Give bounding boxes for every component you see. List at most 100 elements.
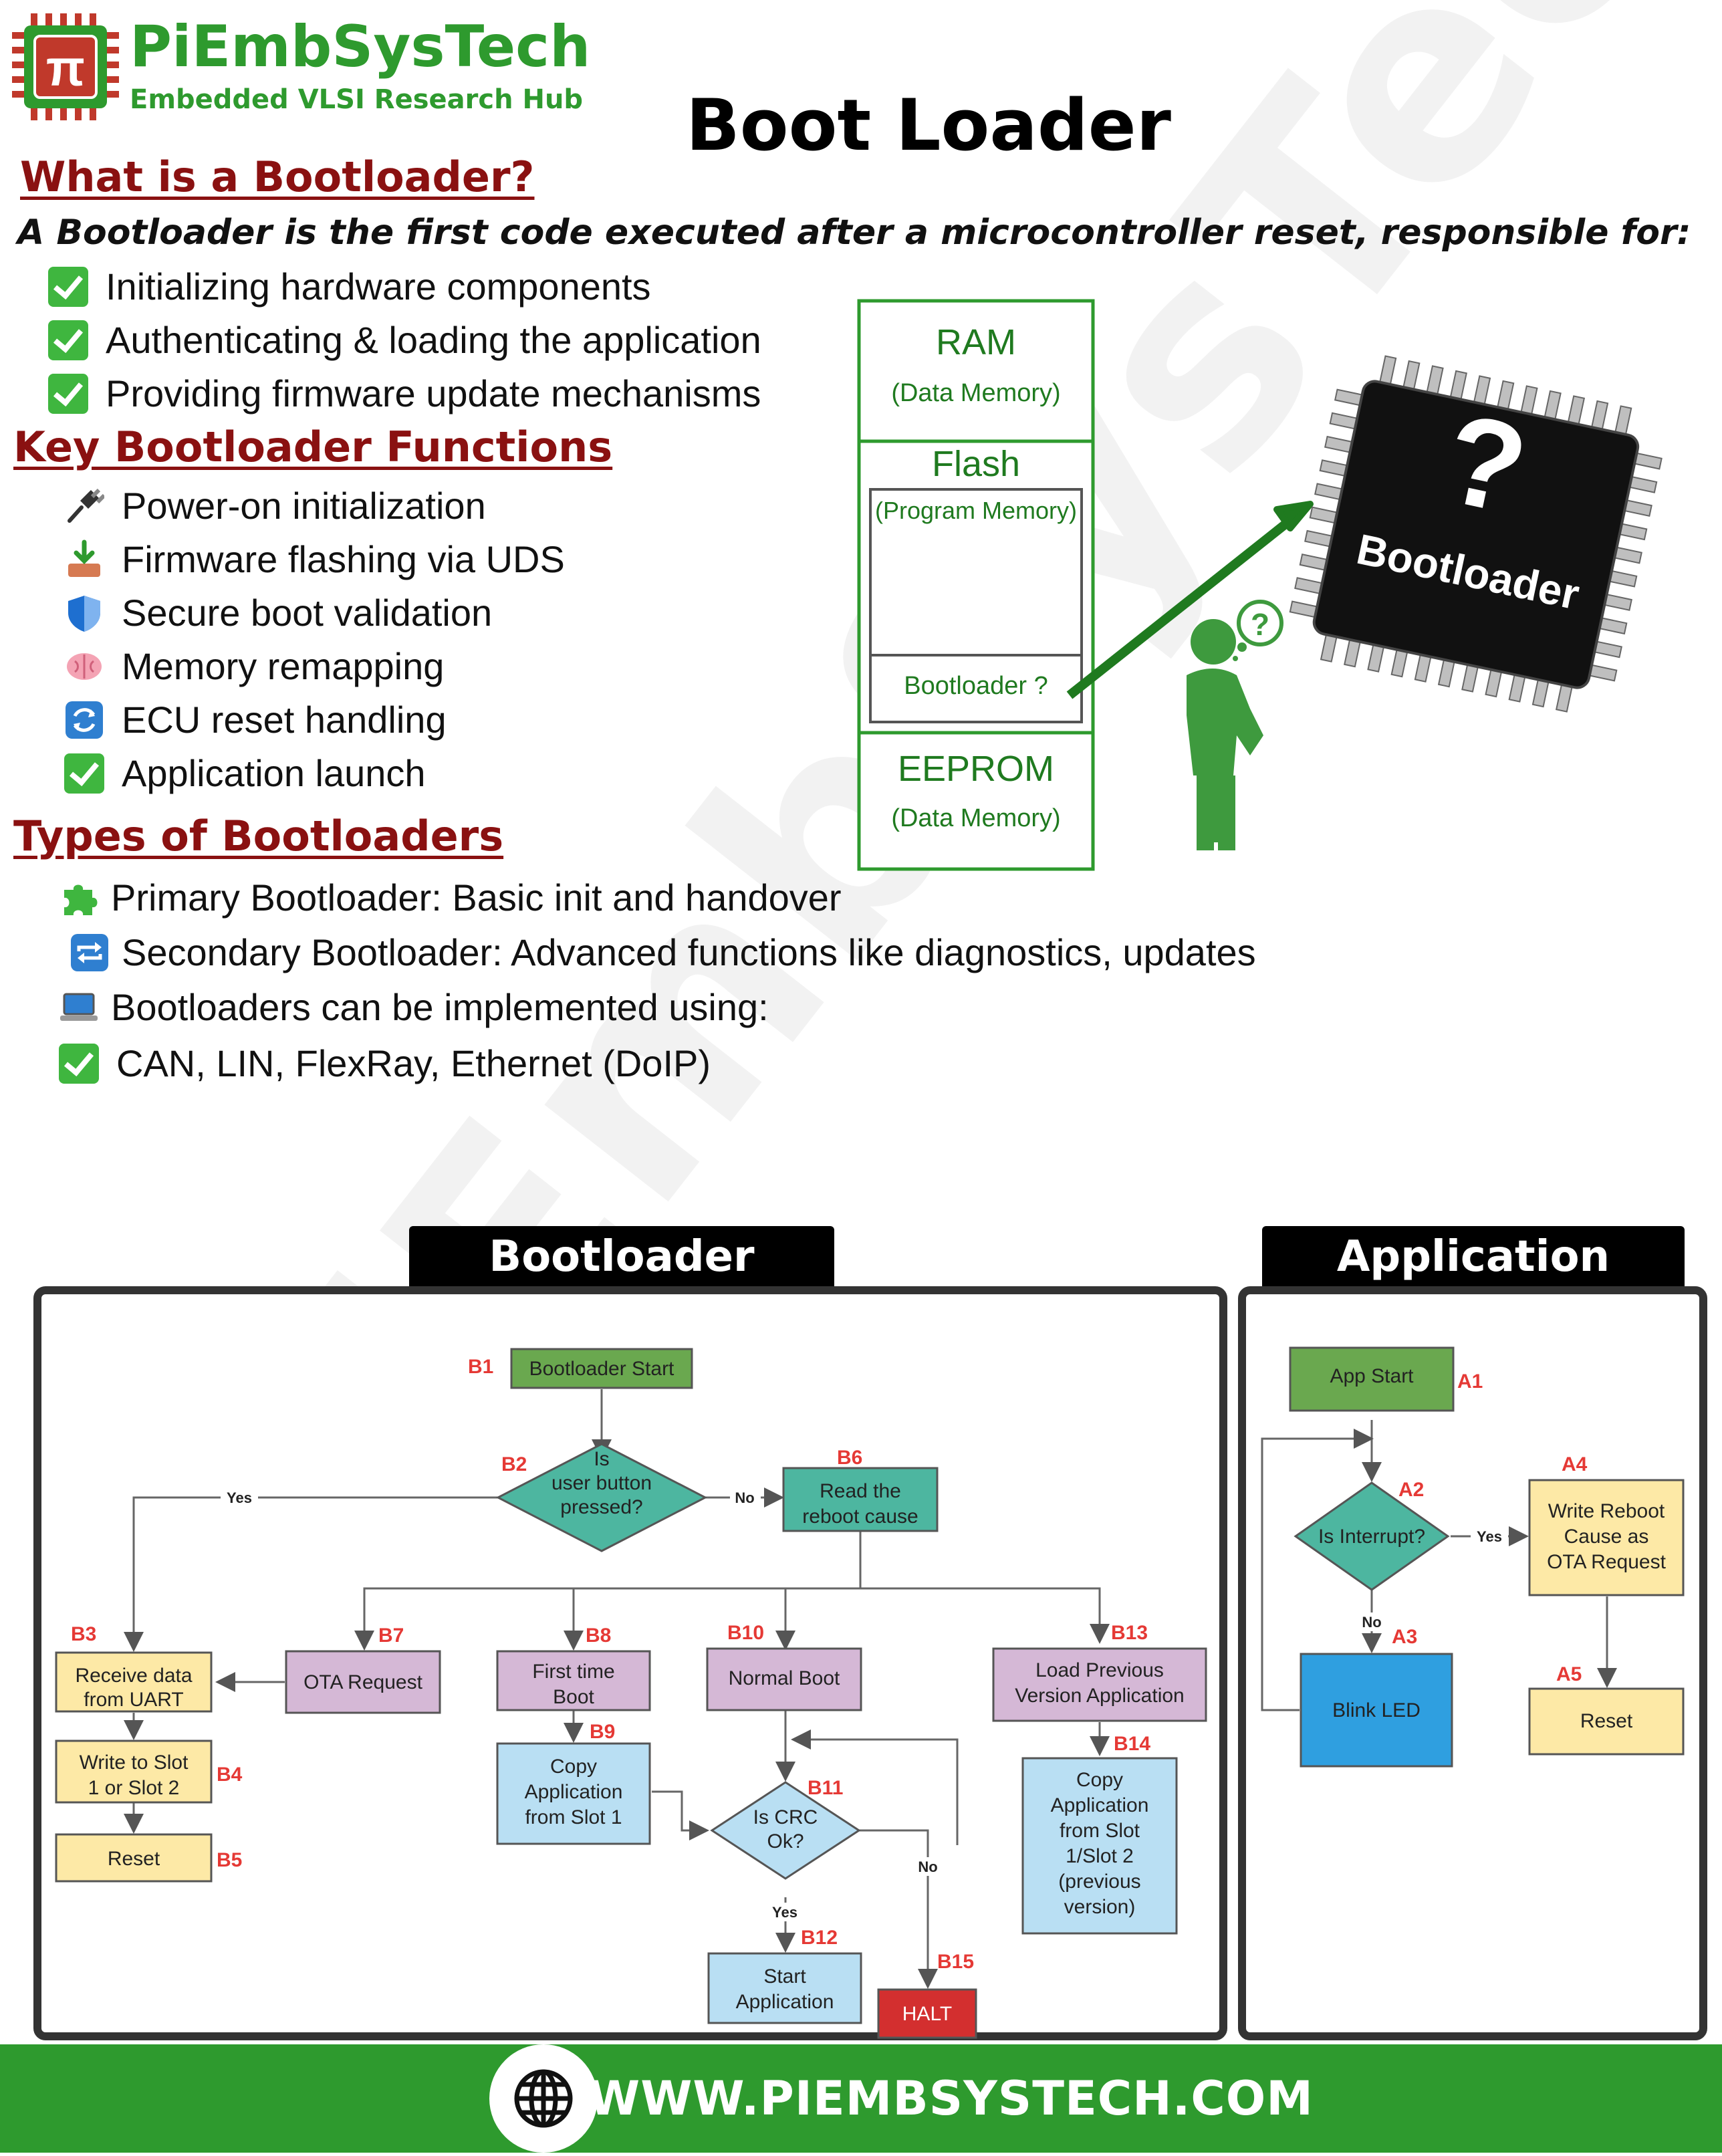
node-b14-copy-previous	[1021, 1757, 1178, 1935]
flash-label: Flash	[932, 444, 1020, 484]
tag-b9: B9	[590, 1721, 615, 1743]
node-b8-first-time-boot	[496, 1650, 651, 1711]
node-a5-reset	[1528, 1687, 1685, 1756]
node-b4-write-slot	[55, 1740, 213, 1804]
application-flow-header: Application	[1262, 1226, 1685, 1290]
node-b9-text: Copy	[550, 1756, 597, 1778]
thinking-person-icon	[1187, 619, 1263, 850]
tag-b2: B2	[501, 1453, 527, 1475]
tag-b14: B14	[1114, 1733, 1150, 1755]
tag-b13: B13	[1111, 1622, 1148, 1644]
node-a2-interrupt-decision	[1294, 1481, 1450, 1591]
node-b7-ota-request	[285, 1650, 441, 1714]
repeat-icon	[71, 933, 108, 971]
node-b4-text: Write to Slot	[80, 1752, 189, 1774]
pointer-arrow	[1066, 517, 1292, 699]
tag-b5: B5	[217, 1849, 242, 1871]
check-icon	[59, 1043, 99, 1084]
type-item: Secondary Bootloader: Advanced functions…	[70, 931, 1256, 974]
function-item: Application launch	[64, 751, 426, 795]
node-b2-text: user button	[551, 1472, 652, 1494]
node-b8-text: First time	[532, 1661, 614, 1683]
check-icon	[48, 266, 88, 307]
node-b4-text: 1 or Slot 2	[88, 1777, 180, 1799]
node-b14-text: (previous	[1058, 1871, 1140, 1893]
memory-illustration: RAM (Data Memory) Flash (Program Memory)…	[857, 299, 1663, 871]
tag-b1: B1	[468, 1356, 493, 1378]
check-icon	[48, 320, 88, 360]
edge-label-no: No	[735, 1489, 754, 1506]
node-a3-text: Blink LED	[1332, 1699, 1421, 1721]
node-b12-text: Application	[736, 1991, 834, 2013]
types-heading: Types of Bootloaders	[13, 812, 504, 860]
eeprom-label: EEPROM	[898, 749, 1054, 789]
node-b11-text: Ok?	[767, 1830, 804, 1852]
tag-b4: B4	[217, 1764, 243, 1786]
node-a5-text: Reset	[1580, 1710, 1633, 1732]
node-b9-text: from Slot 1	[525, 1806, 622, 1828]
node-b14-text: version)	[1064, 1896, 1136, 1918]
node-b5-text: Reset	[108, 1848, 160, 1870]
node-b5-reset	[55, 1833, 213, 1883]
node-b13-text: Load Previous	[1035, 1659, 1164, 1681]
node-b8-text: Boot	[553, 1686, 594, 1708]
website-link[interactable]: WWW.PIEMBSYSTECH.COM	[588, 2071, 1314, 2126]
flash-sub-label: (Program Memory)	[875, 497, 1077, 524]
node-b7-text: OTA Request	[303, 1671, 423, 1693]
globe-icon-badge	[489, 2044, 598, 2153]
node-b6-read-reboot-cause	[782, 1467, 939, 1532]
tag-b8: B8	[586, 1625, 611, 1647]
tag-b3: B3	[71, 1623, 96, 1645]
edge-label-yes: Yes	[772, 1904, 797, 1921]
bootloader-flow-header: Bootloader	[409, 1226, 834, 1290]
function-item: Power-on initialization	[64, 484, 486, 527]
node-b10-normal-boot	[706, 1647, 862, 1711]
flash-block	[869, 488, 1083, 723]
check-icon	[48, 373, 88, 414]
functions-heading: Key Bootloader Functions	[13, 423, 613, 471]
tag-a1: A1	[1457, 1370, 1483, 1393]
node-b10-text: Normal Boot	[729, 1667, 840, 1689]
type-item: Primary Bootloader: Basic init and hando…	[59, 876, 842, 919]
footer-bar	[0, 2044, 1722, 2153]
node-a4-write-reboot-cause	[1528, 1479, 1685, 1596]
node-b3-receive-uart	[55, 1651, 213, 1713]
node-b11-text: Is CRC	[753, 1806, 818, 1828]
node-a4-text: Write Reboot	[1548, 1500, 1665, 1522]
globe-icon	[514, 2069, 573, 2128]
thought-question: ?	[1251, 607, 1269, 642]
tag-b12: B12	[801, 1927, 838, 1949]
brand-tagline: Embedded VLSI Research Hub	[130, 84, 584, 115]
node-b12-text: Start	[763, 1965, 806, 1988]
node-a4-text: OTA Request	[1547, 1551, 1667, 1573]
logo[interactable]: π	[12, 13, 119, 120]
laptop-icon	[60, 993, 98, 1021]
function-item: Memory remapping	[64, 644, 444, 688]
node-b14-text: Application	[1051, 1794, 1149, 1816]
tag-b7: B7	[378, 1625, 404, 1647]
node-b1-bootloader-start	[510, 1348, 693, 1389]
bootloader-chip-icon: ? Bootloader	[1289, 355, 1663, 713]
edge-label-no: No	[918, 1859, 937, 1875]
tag-b11: B11	[808, 1777, 843, 1799]
edge-label-yes: Yes	[227, 1489, 252, 1506]
edge-label-no: No	[1362, 1614, 1381, 1631]
tag-a3: A3	[1392, 1626, 1417, 1648]
node-b9-text: Application	[525, 1781, 623, 1803]
download-tray-icon	[68, 540, 100, 577]
tag-a4: A4	[1562, 1453, 1588, 1475]
node-a2-text: Is Interrupt?	[1318, 1526, 1425, 1548]
node-b3-text: Receive data	[75, 1665, 192, 1687]
function-item: ECU reset handling	[64, 698, 447, 741]
ram-label: RAM	[936, 322, 1016, 362]
node-b3-text: from UART	[84, 1689, 183, 1711]
function-item: Secure boot validation	[64, 591, 492, 634]
tag-a2: A2	[1398, 1479, 1424, 1501]
node-b14-text: from Slot	[1060, 1820, 1140, 1842]
shield-icon	[68, 595, 100, 632]
node-b9-copy-slot1	[496, 1742, 651, 1845]
bootloader-region-label: Bootloader ?	[904, 672, 1048, 700]
check-icon	[64, 753, 104, 794]
type-item: Bootloaders can be implemented using:	[59, 985, 769, 1029]
node-b6-text: reboot cause	[802, 1506, 918, 1528]
